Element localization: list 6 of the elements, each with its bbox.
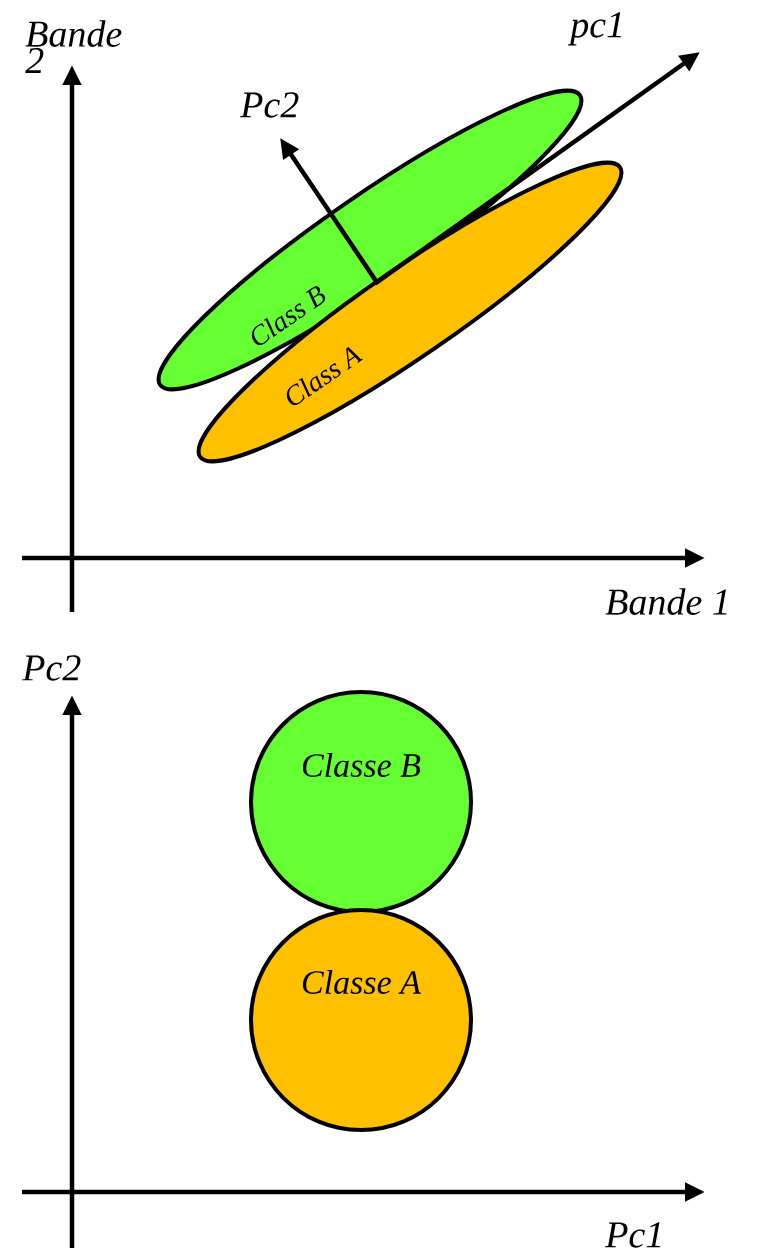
axis-label: pc1 bbox=[568, 12, 621, 46]
axis-label: Bande 1 bbox=[605, 588, 727, 615]
axis-label: Pc1 bbox=[605, 1222, 661, 1248]
axis-label: Bande 2 bbox=[25, 20, 122, 74]
axis-label: Pc2 bbox=[240, 92, 299, 118]
axis-label: Pc2 bbox=[22, 655, 81, 681]
